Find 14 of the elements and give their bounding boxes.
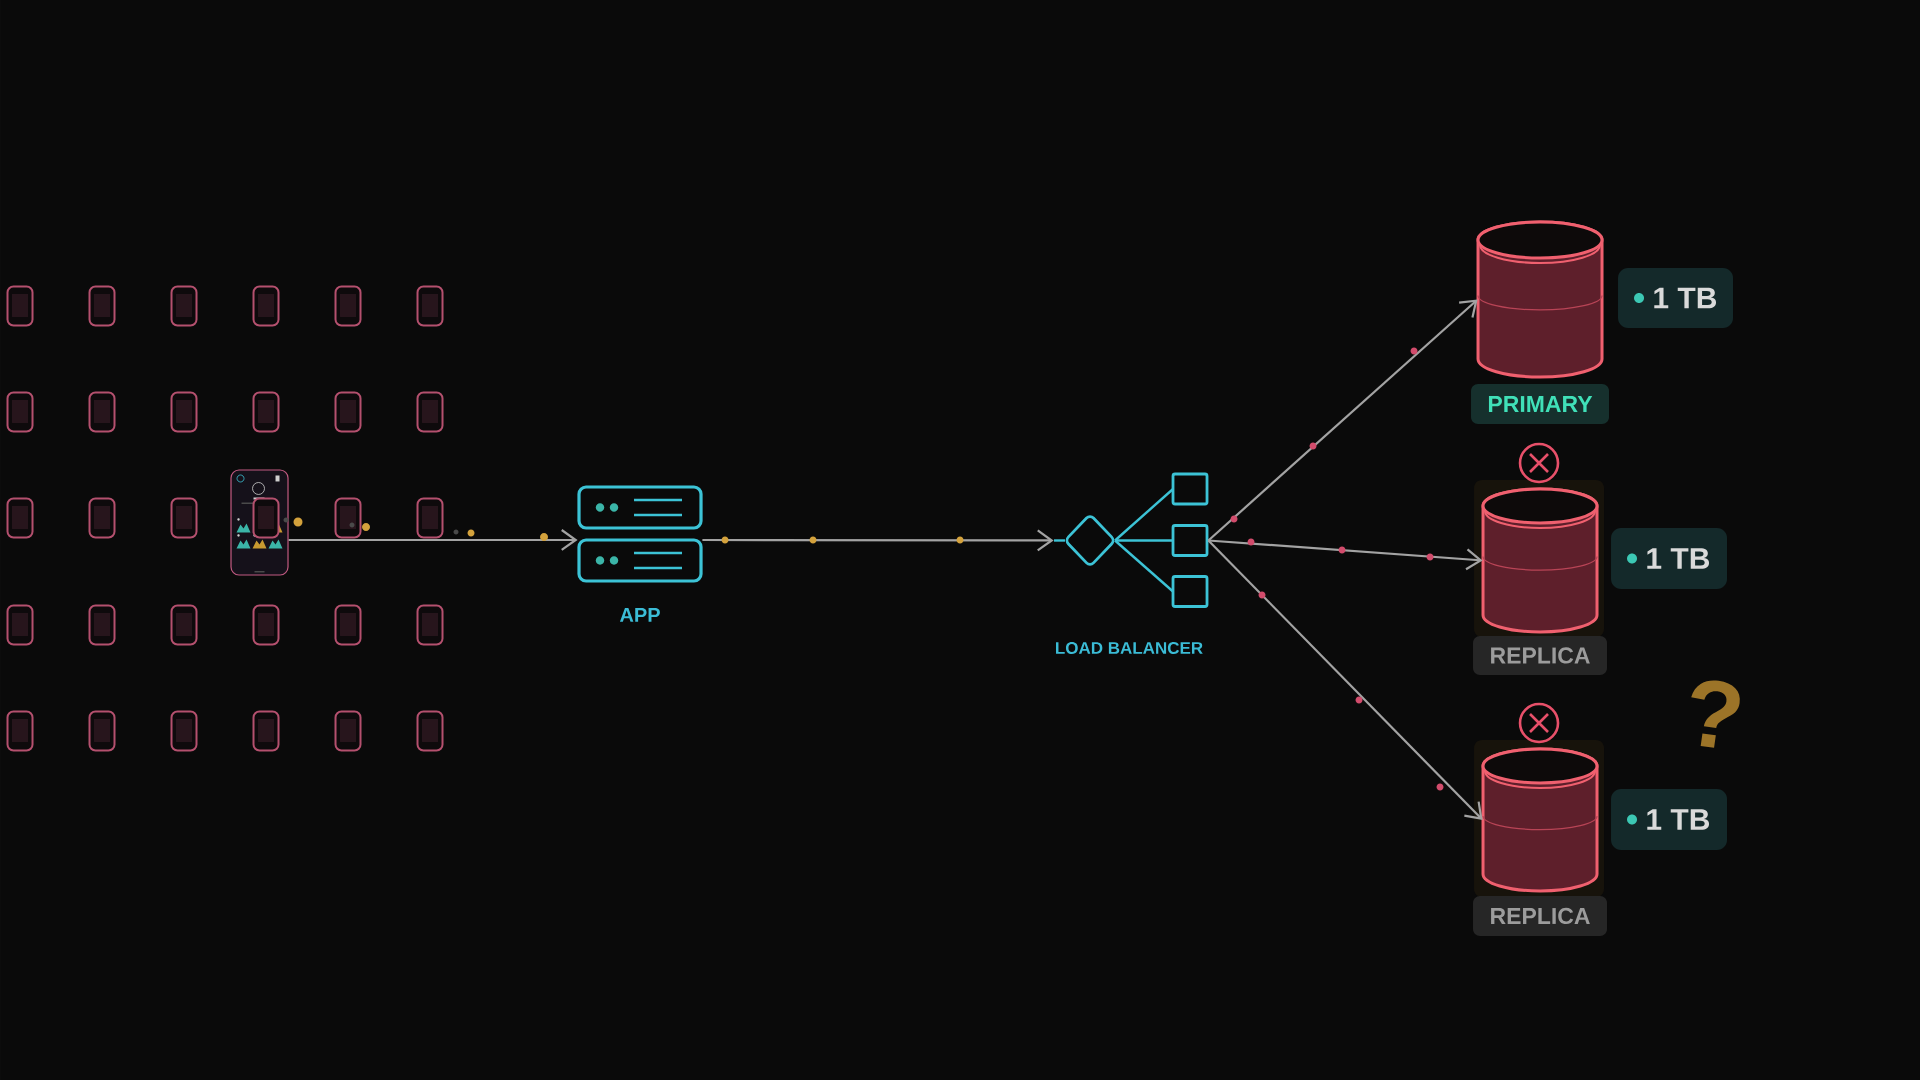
arrow — [1208, 539, 1483, 571]
icon-caption: APP — [619, 608, 660, 622]
arrow — [288, 529, 578, 551]
role-tag: PRIMARY — [1471, 384, 1609, 424]
question-mark: ? — [1691, 680, 1740, 748]
arrow — [1207, 539, 1483, 820]
arrow — [1207, 299, 1478, 542]
size-badge: 1 TB — [1611, 789, 1727, 850]
icon-caption: LOAD BALANCER — [1056, 642, 1203, 654]
size-badge: 1 TB — [1611, 528, 1727, 589]
arrow — [702, 529, 1054, 552]
size-badge: 1 TB — [1618, 268, 1733, 328]
role-tag: REPLICA — [1473, 896, 1607, 936]
role-tag: REPLICA — [1473, 636, 1607, 675]
